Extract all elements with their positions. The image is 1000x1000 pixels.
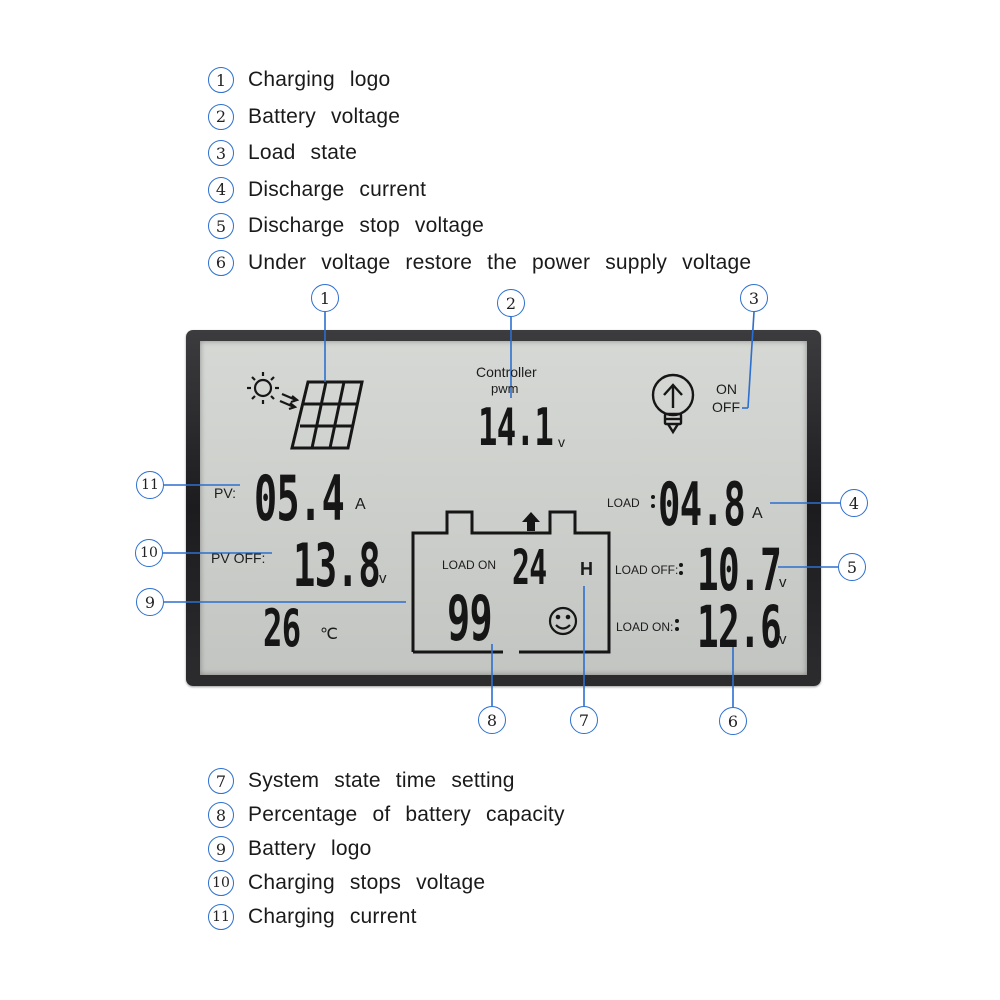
charge-arrow-icon [522,512,540,531]
legend-text: Discharge stop voltage [248,214,485,238]
legend-number: 2 [208,103,234,130]
temperature-value: 26 [263,599,301,659]
legend-number: 8 [208,802,234,828]
callout-8: 8 [478,706,506,734]
legend-item: 9 Battery logo [208,832,565,866]
callout-9: 9 [136,588,164,616]
load-current-unit: A [752,505,763,522]
legend-item: 5 Discharge stop voltage [208,208,751,245]
legend-number: 7 [208,768,234,794]
legend-item: 1 Charging logo [208,62,751,99]
legend-item: 6 Under voltage restore the power supply… [208,245,751,282]
legend-number: 6 [208,249,234,276]
pv-current-value: 05.4 [254,462,345,535]
lcd-screen [200,341,807,675]
callout-5: 5 [838,553,866,581]
legend-item: 11 Charging current [208,900,565,934]
callout-lines [163,311,840,707]
light-bulb-icon [651,373,695,435]
load-on-label: LOAD ON: [616,620,674,634]
load-state-on: ON [716,381,737,397]
battery-voltage-unit: v [558,434,565,450]
callout-2: 2 [497,289,525,317]
callout-7: 7 [570,706,598,734]
legend-bottom: 7 System state time setting 8 Percentage… [208,764,565,934]
callout-11: 11 [136,471,164,499]
legend-number: 3 [208,140,234,167]
legend-number: 10 [208,870,234,896]
temperature-unit: ℃ [320,626,338,643]
legend-number: 9 [208,836,234,862]
legend-number: 1 [208,67,234,94]
load-off-voltage-unit: v [779,574,787,591]
load-current-value: 04.8 [658,470,746,540]
legend-text: Battery voltage [248,104,401,128]
callout-6: 6 [719,707,747,735]
legend-text: Percentage of battery capacity [248,803,565,826]
load-off-label: LOAD OFF: [615,563,679,577]
colon-separators [651,495,683,631]
legend-number: 4 [208,176,234,203]
callout-3: 3 [740,284,768,312]
legend-text: Discharge current [248,177,427,201]
load-off-voltage-value: 10.7 [697,536,782,604]
legend-number: 11 [208,904,234,930]
legend-text: Battery logo [248,837,372,860]
smiley-icon [548,606,578,636]
time-unit: H [580,559,593,579]
legend-text: Charging current [248,905,417,928]
load-on-inner-label: LOAD ON [442,558,497,572]
load-label: LOAD [607,496,640,510]
solar-panel-icon [290,380,364,450]
legend-item: 3 Load state [208,135,751,172]
pv-off-voltage-value: 13.8 [293,531,381,601]
pv-label: PV: [214,485,237,501]
legend-top: 1 Charging logo 2 Battery voltage 3 Load… [208,62,751,281]
legend-text: Under voltage restore the power supply v… [248,250,752,274]
legend-number: 5 [208,213,234,240]
controller-label: Controller [476,364,537,380]
legend-item: 7 System state time setting [208,764,565,798]
battery-icon [411,510,611,654]
pv-off-label: PV OFF: [211,550,266,566]
battery-percent-value: 99 [447,582,493,655]
load-state-off: OFF [712,399,740,415]
callout-4: 4 [840,489,868,517]
legend-text: Load state [248,141,358,165]
legend-text: Charging stops voltage [248,871,486,894]
legend-item: 2 Battery voltage [208,99,751,136]
legend-item: 8 Percentage of battery capacity [208,798,565,832]
pv-off-voltage-unit: v [379,570,387,587]
legend-item: 4 Discharge current [208,172,751,209]
callout-1: 1 [311,284,339,312]
sun-icon [247,372,300,411]
battery-voltage-value: 14.1 [478,398,554,458]
time-value: 24 [512,540,547,596]
legend-text: Charging logo [248,68,391,92]
load-on-voltage-value: 12.6 [697,593,782,661]
pv-current-unit: A [355,496,366,513]
callout-10: 10 [135,539,163,567]
pwm-label: pwm [491,381,519,396]
legend-item: 10 Charging stops voltage [208,866,565,900]
load-on-voltage-unit: v [779,631,787,648]
legend-text: System state time setting [248,769,515,792]
